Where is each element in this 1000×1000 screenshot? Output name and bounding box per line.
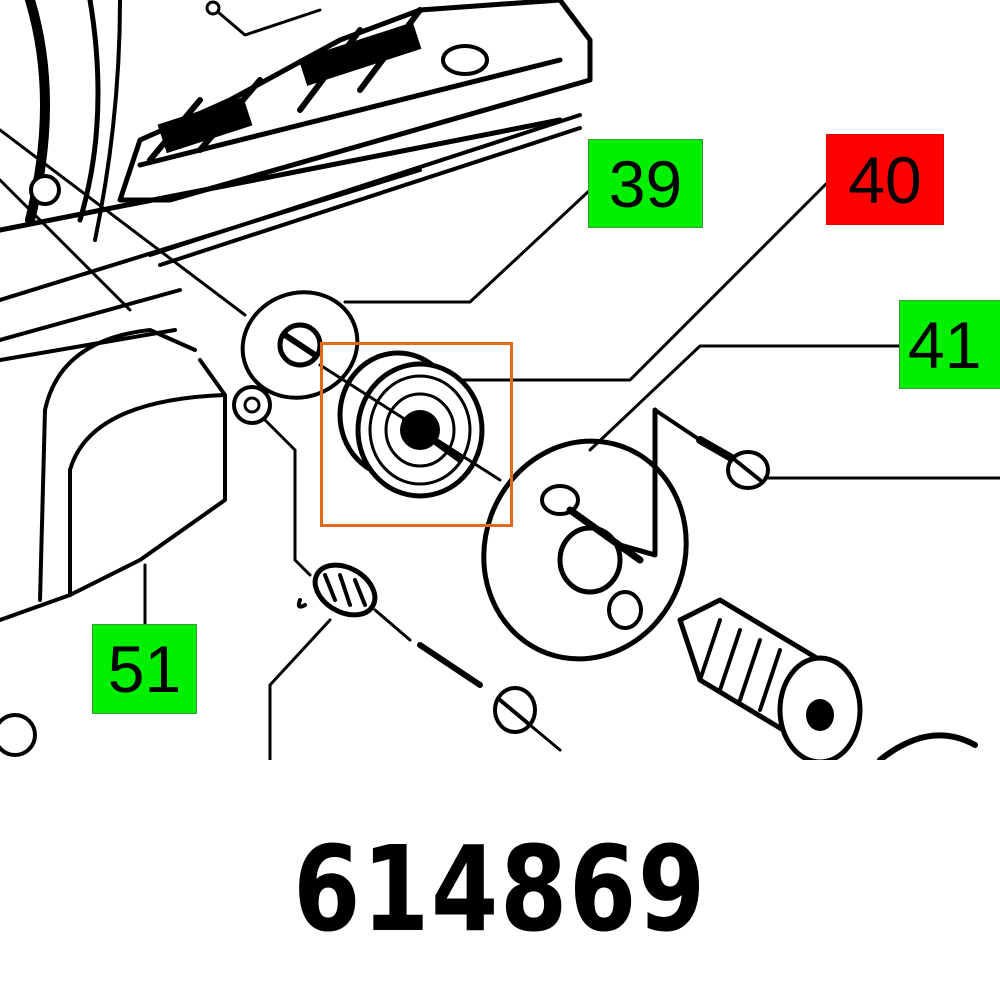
callout-40[interactable]: 40 (826, 134, 944, 225)
cover-cap (0, 328, 312, 757)
bearing (318, 350, 502, 499)
exploded-parts-drawing (0, 0, 1000, 760)
callout-51[interactable]: 51 (92, 624, 197, 714)
housing-frame (0, 0, 593, 342)
callout-41[interactable]: 41 (899, 300, 1000, 389)
cam-disc (481, 407, 702, 662)
spring (296, 562, 562, 752)
knurled-knob (677, 597, 978, 760)
screw (696, 436, 770, 490)
part-number: 614869 (293, 820, 707, 958)
leader-lines (143, 182, 1000, 760)
selected-part-highlight (320, 342, 513, 527)
callout-39[interactable]: 39 (588, 139, 703, 228)
